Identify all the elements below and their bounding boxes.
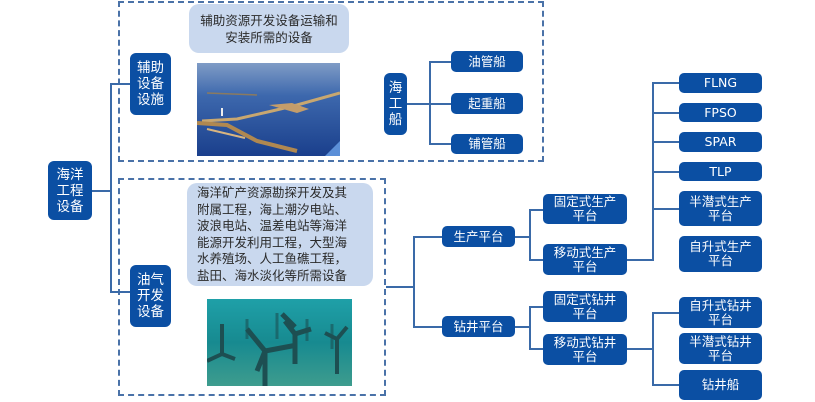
connector	[429, 143, 451, 145]
crane-vessel-node[interactable]: 起重船	[451, 93, 523, 114]
connector	[529, 348, 543, 350]
pipelay-vessel-node[interactable]: 铺管船	[451, 134, 523, 154]
connector	[627, 259, 654, 261]
connector	[386, 286, 415, 288]
connector	[413, 326, 442, 328]
jackup-drilling-platform-node[interactable]: 自升式钻井 平台	[679, 297, 762, 328]
semisub-drilling-platform-label: 半潜式钻井 平台	[689, 333, 752, 363]
fpso-node[interactable]: FPSO	[679, 103, 762, 122]
mobile-production-platform-node[interactable]: 移动式生产 平台	[543, 244, 627, 275]
mobile-drilling-platform-node[interactable]: 移动式钻井 平台	[543, 334, 627, 365]
drilling-platform-node[interactable]: 钻井平台	[442, 316, 515, 337]
production-platform-node[interactable]: 生产平台	[442, 226, 515, 247]
connector	[407, 103, 431, 105]
drillship-label: 钻井船	[701, 377, 740, 392]
connector	[529, 209, 531, 261]
jackup-production-platform-node[interactable]: 自升式生产 平台	[679, 236, 762, 272]
semisub-production-platform-label: 半潜式生产 平台	[689, 193, 752, 223]
flng-node[interactable]: FLNG	[679, 73, 762, 93]
offshore-vessel-node[interactable]: 海 工 船	[384, 73, 407, 135]
oilgas-description-text: 海洋矿产资源勘探开发及其 附属工程，海上潮汐电站、 波浪电站、温差电站等海洋 能…	[197, 185, 348, 283]
connector	[429, 103, 451, 105]
turbine-image-icon	[207, 299, 352, 386]
root-node-label: 海洋 工程 设备	[56, 166, 84, 215]
crane-vessel-label: 起重船	[468, 95, 506, 111]
connector	[529, 306, 531, 350]
auxiliary-description-text: 辅助资源开发设备运输和 安装所需的设备	[200, 12, 338, 45]
connector	[515, 236, 531, 238]
connector	[529, 306, 543, 308]
harbor-image-icon	[197, 63, 340, 156]
harbor-breakwater-photo	[197, 63, 340, 156]
fixed-production-platform-node[interactable]: 固定式生产 平台	[543, 194, 627, 224]
auxiliary-equipment-label: 辅助 设备 设施	[137, 60, 164, 108]
connector	[110, 83, 130, 85]
tlp-node[interactable]: TLP	[679, 162, 762, 181]
spar-label: SPAR	[704, 134, 737, 149]
connector	[652, 171, 679, 173]
connector	[652, 384, 679, 386]
flng-label: FLNG	[703, 75, 738, 90]
mobile-production-platform-label: 移动式生产 平台	[553, 244, 617, 274]
connector	[429, 61, 451, 63]
fixed-drilling-platform-label: 固定式钻井 平台	[553, 291, 617, 321]
fixed-drilling-platform-node[interactable]: 固定式钻井 平台	[543, 291, 627, 322]
connector	[529, 209, 543, 211]
connector	[413, 236, 442, 238]
connector	[652, 312, 679, 314]
root-node-marine-engineering-equipment[interactable]: 海洋 工程 设备	[48, 161, 92, 220]
oilgas-equipment-label: 油气 开发 设备	[137, 272, 164, 320]
pipe-vessel-node[interactable]: 油管船	[451, 51, 523, 72]
offshore-vessel-label: 海 工 船	[388, 80, 403, 128]
connector	[413, 236, 415, 328]
tlp-label: TLP	[709, 163, 732, 179]
auxiliary-equipment-node[interactable]: 辅助 设备 设施	[130, 53, 171, 115]
connector	[652, 112, 679, 114]
fixed-production-platform-label: 固定式生产 平台	[553, 194, 617, 223]
oilgas-equipment-node[interactable]: 油气 开发 设备	[130, 265, 171, 327]
auxiliary-group-frame	[118, 1, 544, 162]
connector	[110, 83, 112, 293]
auxiliary-description-bubble: 辅助资源开发设备运输和 安装所需的设备	[189, 4, 349, 53]
drilling-platform-label: 钻井平台	[453, 318, 504, 334]
spar-node[interactable]: SPAR	[679, 132, 762, 152]
connector	[110, 291, 130, 293]
tidal-turbines-photo	[207, 299, 352, 386]
connector	[92, 190, 112, 192]
mobile-drilling-platform-label: 移动式钻井 平台	[553, 334, 617, 364]
pipe-vessel-label: 油管船	[468, 53, 506, 69]
jackup-drilling-platform-label: 自升式钻井 平台	[689, 297, 752, 327]
production-platform-label: 生产平台	[453, 228, 504, 244]
jackup-production-platform-label: 自升式生产 平台	[689, 239, 752, 268]
semisub-drilling-platform-node[interactable]: 半潜式钻井 平台	[679, 333, 762, 364]
connector	[652, 141, 679, 143]
oilgas-group-frame	[118, 178, 386, 396]
oilgas-description-bubble: 海洋矿产资源勘探开发及其 附属工程，海上潮汐电站、 波浪电站、温差电站等海洋 能…	[187, 183, 373, 286]
connector	[529, 259, 543, 261]
connector	[652, 82, 679, 84]
connector	[627, 348, 654, 350]
connector	[515, 326, 531, 328]
pipelay-vessel-label: 铺管船	[468, 136, 506, 151]
drillship-node[interactable]: 钻井船	[679, 370, 762, 400]
connector	[652, 312, 654, 386]
connector	[652, 208, 679, 210]
fpso-label: FPSO	[704, 104, 737, 120]
semisub-production-platform-node[interactable]: 半潜式生产 平台	[679, 191, 762, 226]
